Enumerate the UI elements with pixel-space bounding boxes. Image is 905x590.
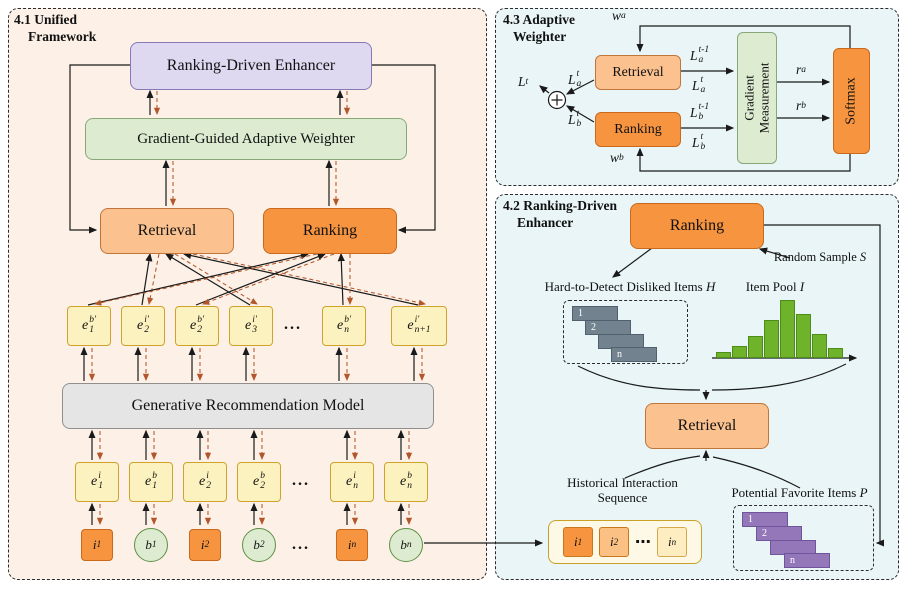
panel-title-41-line2: Framework (28, 28, 97, 44)
retrieval-label: Retrieval (137, 222, 197, 239)
historical-sequence-label: Historical Interaction Sequence (567, 475, 678, 505)
gradient-label-line2: Measurement (756, 62, 772, 134)
ranking-box-43: Ranking (595, 112, 681, 147)
disliked-item: 1 (572, 306, 618, 321)
model-label: Generative Recommendation Model (131, 397, 365, 414)
panel-title-41: 4.1 Unified Framework (14, 12, 96, 46)
panel-title-41-line1: 4.1 Unified (14, 12, 78, 27)
disliked-item: n (611, 347, 657, 362)
item-pool-histogram (716, 300, 856, 358)
ranking-label: Ranking (669, 217, 725, 234)
hist-bar (812, 334, 827, 358)
ranking-driven-enhancer-box: Ranking-Driven Enhancer (130, 42, 372, 90)
ranking-box-42: Ranking (630, 203, 764, 249)
generative-recommendation-model-box: Generative Recommendation Model (62, 383, 434, 429)
panel-title-43-line1: 4.3 Adaptive (503, 12, 576, 27)
hist-bar (828, 348, 843, 358)
panel-title-42-line1: 4.2 Ranking-Driven (503, 198, 618, 213)
retrieval-label: Retrieval (612, 64, 664, 80)
adaptive-weighter-box: Gradient-Guided Adaptive Weighter (85, 118, 407, 160)
favorite-item: 1 (742, 512, 788, 527)
ellipsis: ... (292, 536, 310, 553)
ranking-label: Ranking (302, 222, 358, 239)
softmax-label: Softmax (843, 77, 859, 125)
gradient-label-line1: Gradient (741, 75, 757, 121)
retrieval-box-42: Retrieval (645, 403, 769, 449)
hist-bar (764, 320, 779, 358)
hard-to-detect-label: Hard-to-Detect Disliked Items H (544, 279, 716, 294)
softmax-box: Softmax (833, 48, 870, 154)
hist-bar (716, 352, 731, 358)
ranking-label: Ranking (614, 121, 662, 137)
panel-title-43-line2: Weighter (513, 28, 567, 44)
random-sample-label: Random Sample S (773, 250, 867, 264)
disliked-item: 2 (585, 320, 631, 335)
weighter-label: Gradient-Guided Adaptive Weighter (137, 130, 355, 147)
panel-title-42: 4.2 Ranking-Driven Enhancer (503, 198, 617, 232)
retrieval-box-41: Retrieval (100, 208, 234, 254)
hist-bar (748, 336, 763, 358)
retrieval-label: Retrieval (677, 417, 737, 434)
favorite-item: 2 (756, 526, 802, 541)
panel-title-42-line2: Enhancer (517, 214, 574, 230)
hist-bar (732, 346, 747, 358)
item-pool-label: Item Pool I (745, 279, 805, 294)
hist-bar (780, 300, 795, 358)
ellipsis: ... (292, 472, 310, 489)
ellipsis: ⋯ (635, 534, 651, 551)
ranking-box-41: Ranking (263, 208, 397, 254)
panel-title-43: 4.3 Adaptive Weighter (503, 12, 575, 46)
potential-favorite-label: Potential Favorite Items P (731, 485, 868, 500)
enhancer-label: Ranking-Driven Enhancer (166, 57, 336, 74)
favorite-item: n (784, 553, 830, 568)
hist-bar (796, 314, 811, 358)
retrieval-box-43: Retrieval (595, 55, 681, 90)
disliked-items-box (563, 300, 688, 364)
ellipsis: ... (284, 316, 302, 333)
